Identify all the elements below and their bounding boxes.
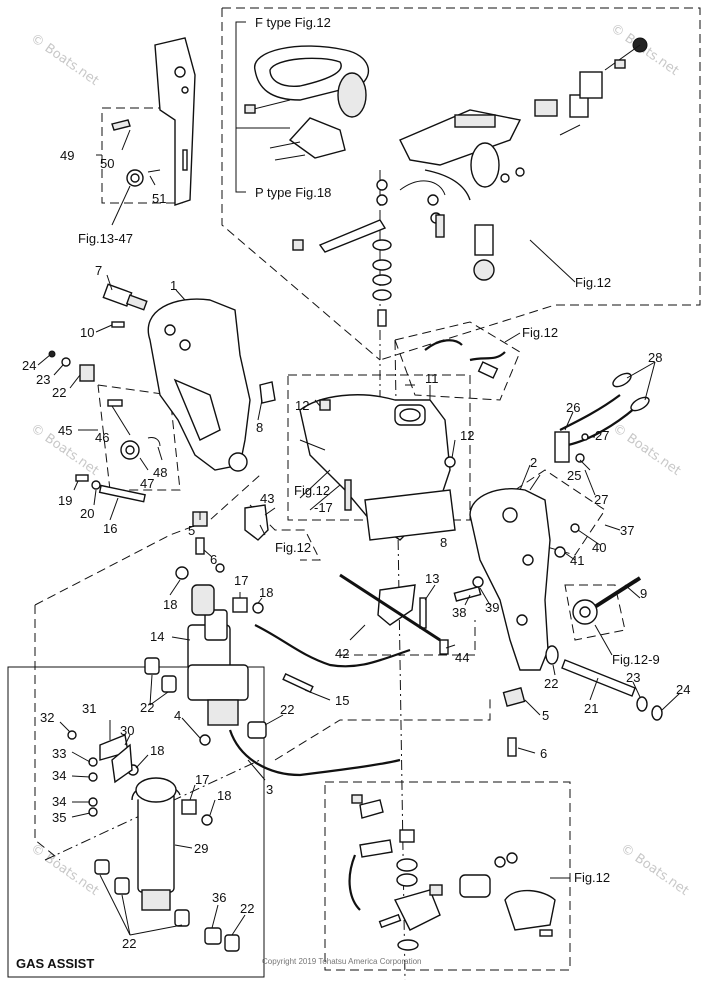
callout-18-d: 18 <box>217 788 231 803</box>
callout-10: 10 <box>80 325 94 340</box>
callout-30: 30 <box>120 723 134 738</box>
f-type-reference: F type Fig.12 <box>255 15 331 30</box>
minus17-reference: -17 <box>314 500 333 515</box>
callout-27-lower: 27 <box>594 492 608 507</box>
callout-32: 32 <box>40 710 54 725</box>
callout-25: 25 <box>567 468 581 483</box>
callout-23-right: 23 <box>626 670 640 685</box>
fig12-hose-reference: Fig.12 <box>522 325 558 340</box>
fig12-bottom-reference: Fig.12 <box>574 870 610 885</box>
callout-7: 7 <box>95 263 102 278</box>
callout-34-a: 34 <box>52 768 66 783</box>
callout-31: 31 <box>82 701 96 716</box>
callout-1: 1 <box>170 278 177 293</box>
callout-42: 42 <box>335 646 349 661</box>
callout-50: 50 <box>100 156 114 171</box>
callout-48: 48 <box>153 465 167 480</box>
fig13-47-reference: Fig.13-47 <box>78 231 133 246</box>
callout-8-left: 8 <box>256 420 263 435</box>
callout-22: 22 <box>52 385 66 400</box>
callout-51: 51 <box>152 191 166 206</box>
watermark: © Boats.net <box>28 841 102 899</box>
callout-22-gas: 22 <box>122 936 136 951</box>
dashed-boxes <box>7 7 701 981</box>
callout-18-b: 18 <box>259 585 273 600</box>
callout-20: 20 <box>80 506 94 521</box>
fig12-17-reference: Fig.12 <box>294 483 330 498</box>
callout-15: 15 <box>335 693 349 708</box>
fig12-mid-reference: Fig.12 <box>275 540 311 555</box>
callout-35: 35 <box>52 810 66 825</box>
callout-21: 21 <box>584 701 598 716</box>
callout-18-c: 18 <box>150 743 164 758</box>
gas-assist-label: GAS ASSIST <box>16 956 94 971</box>
fig12-top-reference: Fig.12 <box>575 275 611 290</box>
callout-12-upper: 12 <box>295 398 309 413</box>
callout-17-b: 17 <box>195 772 209 787</box>
callout-28: 28 <box>648 350 662 365</box>
callout-17-a: 17 <box>234 573 248 588</box>
callout-22-gas-right: 22 <box>240 901 254 916</box>
watermark: © Boats.net <box>610 421 684 479</box>
callout-39: 39 <box>485 600 499 615</box>
callout-44: 44 <box>455 650 469 665</box>
leader-lines <box>37 129 681 936</box>
callout-37: 37 <box>620 523 634 538</box>
callout-34-b: 34 <box>52 794 66 809</box>
callouts: 49 50 51 7 1 10 24 23 22 45 46 47 48 19 … <box>22 148 690 951</box>
callout-24-right: 24 <box>676 682 690 697</box>
callout-38: 38 <box>452 605 466 620</box>
copyright-notice: Copyright 2019 Tohatsu America Corporati… <box>262 957 422 966</box>
callout-46: 46 <box>95 430 109 445</box>
callout-6-right: 6 <box>540 746 547 761</box>
fig12-9-reference: Fig.12-9 <box>612 652 660 667</box>
watermark: © Boats.net <box>618 841 692 899</box>
callout-24: 24 <box>22 358 36 373</box>
callout-33: 33 <box>52 746 66 761</box>
callout-14: 14 <box>150 629 164 644</box>
parts <box>48 37 663 952</box>
callout-23: 23 <box>36 372 50 387</box>
callout-19: 19 <box>58 493 72 508</box>
callout-22-right: 22 <box>544 676 558 691</box>
callout-22-center: 22 <box>140 700 154 715</box>
callout-41: 41 <box>570 553 584 568</box>
callout-26: 26 <box>566 400 580 415</box>
callout-5-left: 5 <box>188 523 195 538</box>
callout-49: 49 <box>60 148 74 163</box>
callout-47: 47 <box>140 476 154 491</box>
callout-40: 40 <box>592 540 606 555</box>
callout-11: 11 <box>425 371 439 386</box>
watermark: © Boats.net <box>28 31 102 89</box>
callout-27-upper: 27 <box>595 428 609 443</box>
callout-3: 3 <box>266 782 273 797</box>
callout-18-a: 18 <box>163 597 177 612</box>
callout-6-left: 6 <box>210 552 217 567</box>
callout-36: 36 <box>212 890 226 905</box>
callout-29: 29 <box>194 841 208 856</box>
callout-9: 9 <box>640 586 647 601</box>
p-type-reference: P type Fig.18 <box>255 185 331 200</box>
callout-45: 45 <box>58 423 72 438</box>
callout-8-center: 8 <box>440 535 447 550</box>
callout-13: 13 <box>425 571 439 586</box>
callout-5-right: 5 <box>542 708 549 723</box>
callout-43: 43 <box>260 491 274 506</box>
callout-16: 16 <box>103 521 117 536</box>
callout-12-right: 12 <box>460 428 474 443</box>
figure-references: F type Fig.12 P type Fig.18 Fig.13-47 Fi… <box>78 15 660 885</box>
callout-22-center-right: 22 <box>280 702 294 717</box>
callout-4: 4 <box>174 708 181 723</box>
callout-2: 2 <box>530 455 537 470</box>
